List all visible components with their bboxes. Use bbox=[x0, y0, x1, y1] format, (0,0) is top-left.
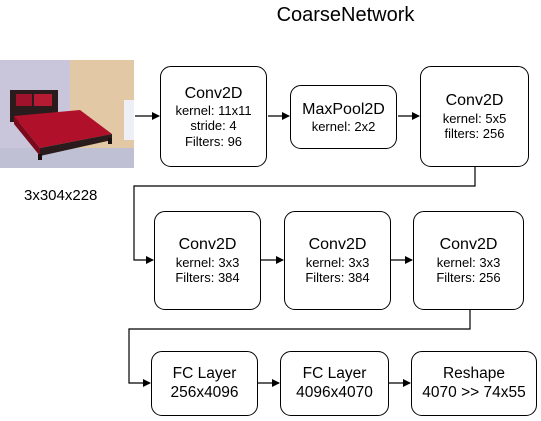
block-title: FC Layer bbox=[302, 364, 367, 382]
block-param: 256x4096 bbox=[170, 383, 239, 401]
block-title: Reshape bbox=[442, 364, 506, 382]
input-image bbox=[0, 60, 134, 168]
diagram-title: CoarseNetwork bbox=[276, 4, 415, 26]
fc-layer-block-2: FC Layer 4096x4070 bbox=[280, 351, 389, 416]
block-param: Filters: 384 bbox=[175, 270, 240, 286]
block-param: kernel: 2x2 bbox=[311, 118, 376, 134]
block-title: Conv2D bbox=[445, 92, 504, 110]
conv2d-block-1: Conv2D kernel: 11x11 stride: 4 Filters: … bbox=[160, 66, 267, 167]
block-title: Conv2D bbox=[184, 84, 243, 102]
input-shape-label: 3x304x228 bbox=[24, 187, 98, 204]
block-param: kernel: 11x11 bbox=[175, 102, 252, 118]
conv2d-block-2: Conv2D kernel: 5x5 filters: 256 bbox=[420, 66, 529, 167]
block-title: MaxPool2D bbox=[302, 100, 385, 118]
reshape-block: Reshape 4070 >> 74x55 bbox=[411, 351, 537, 416]
block-title: Conv2D bbox=[178, 236, 237, 254]
block-param: filters: 256 bbox=[444, 126, 505, 142]
block-param: kernel: 3x3 bbox=[175, 254, 240, 270]
block-title: FC Layer bbox=[172, 364, 237, 382]
arrow-row1-to-row2 bbox=[133, 167, 476, 264]
block-param: stride: 4 bbox=[190, 118, 237, 134]
conv2d-block-5: Conv2D kernel: 3x3 Filters: 256 bbox=[413, 211, 524, 310]
block-param: kernel: 3x3 bbox=[305, 254, 370, 270]
maxpool2d-block: MaxPool2D kernel: 2x2 bbox=[290, 85, 397, 149]
block-title: Conv2D bbox=[308, 236, 367, 254]
block-param: Filters: 384 bbox=[305, 270, 370, 286]
block-param: Filters: 256 bbox=[436, 270, 501, 286]
block-param: 4096x4070 bbox=[296, 383, 373, 401]
arrow-row2-to-row3 bbox=[128, 310, 471, 387]
block-param: kernel: 3x3 bbox=[436, 254, 501, 270]
block-title: Conv2D bbox=[439, 236, 498, 254]
fc-layer-block-1: FC Layer 256x4096 bbox=[151, 351, 258, 416]
block-param: Filters: 96 bbox=[184, 133, 243, 149]
conv2d-block-3: Conv2D kernel: 3x3 Filters: 384 bbox=[154, 211, 261, 310]
block-param: kernel: 5x5 bbox=[442, 110, 507, 126]
block-param: 4070 >> 74x55 bbox=[422, 383, 526, 401]
conv2d-block-4: Conv2D kernel: 3x3 Filters: 384 bbox=[284, 211, 391, 310]
